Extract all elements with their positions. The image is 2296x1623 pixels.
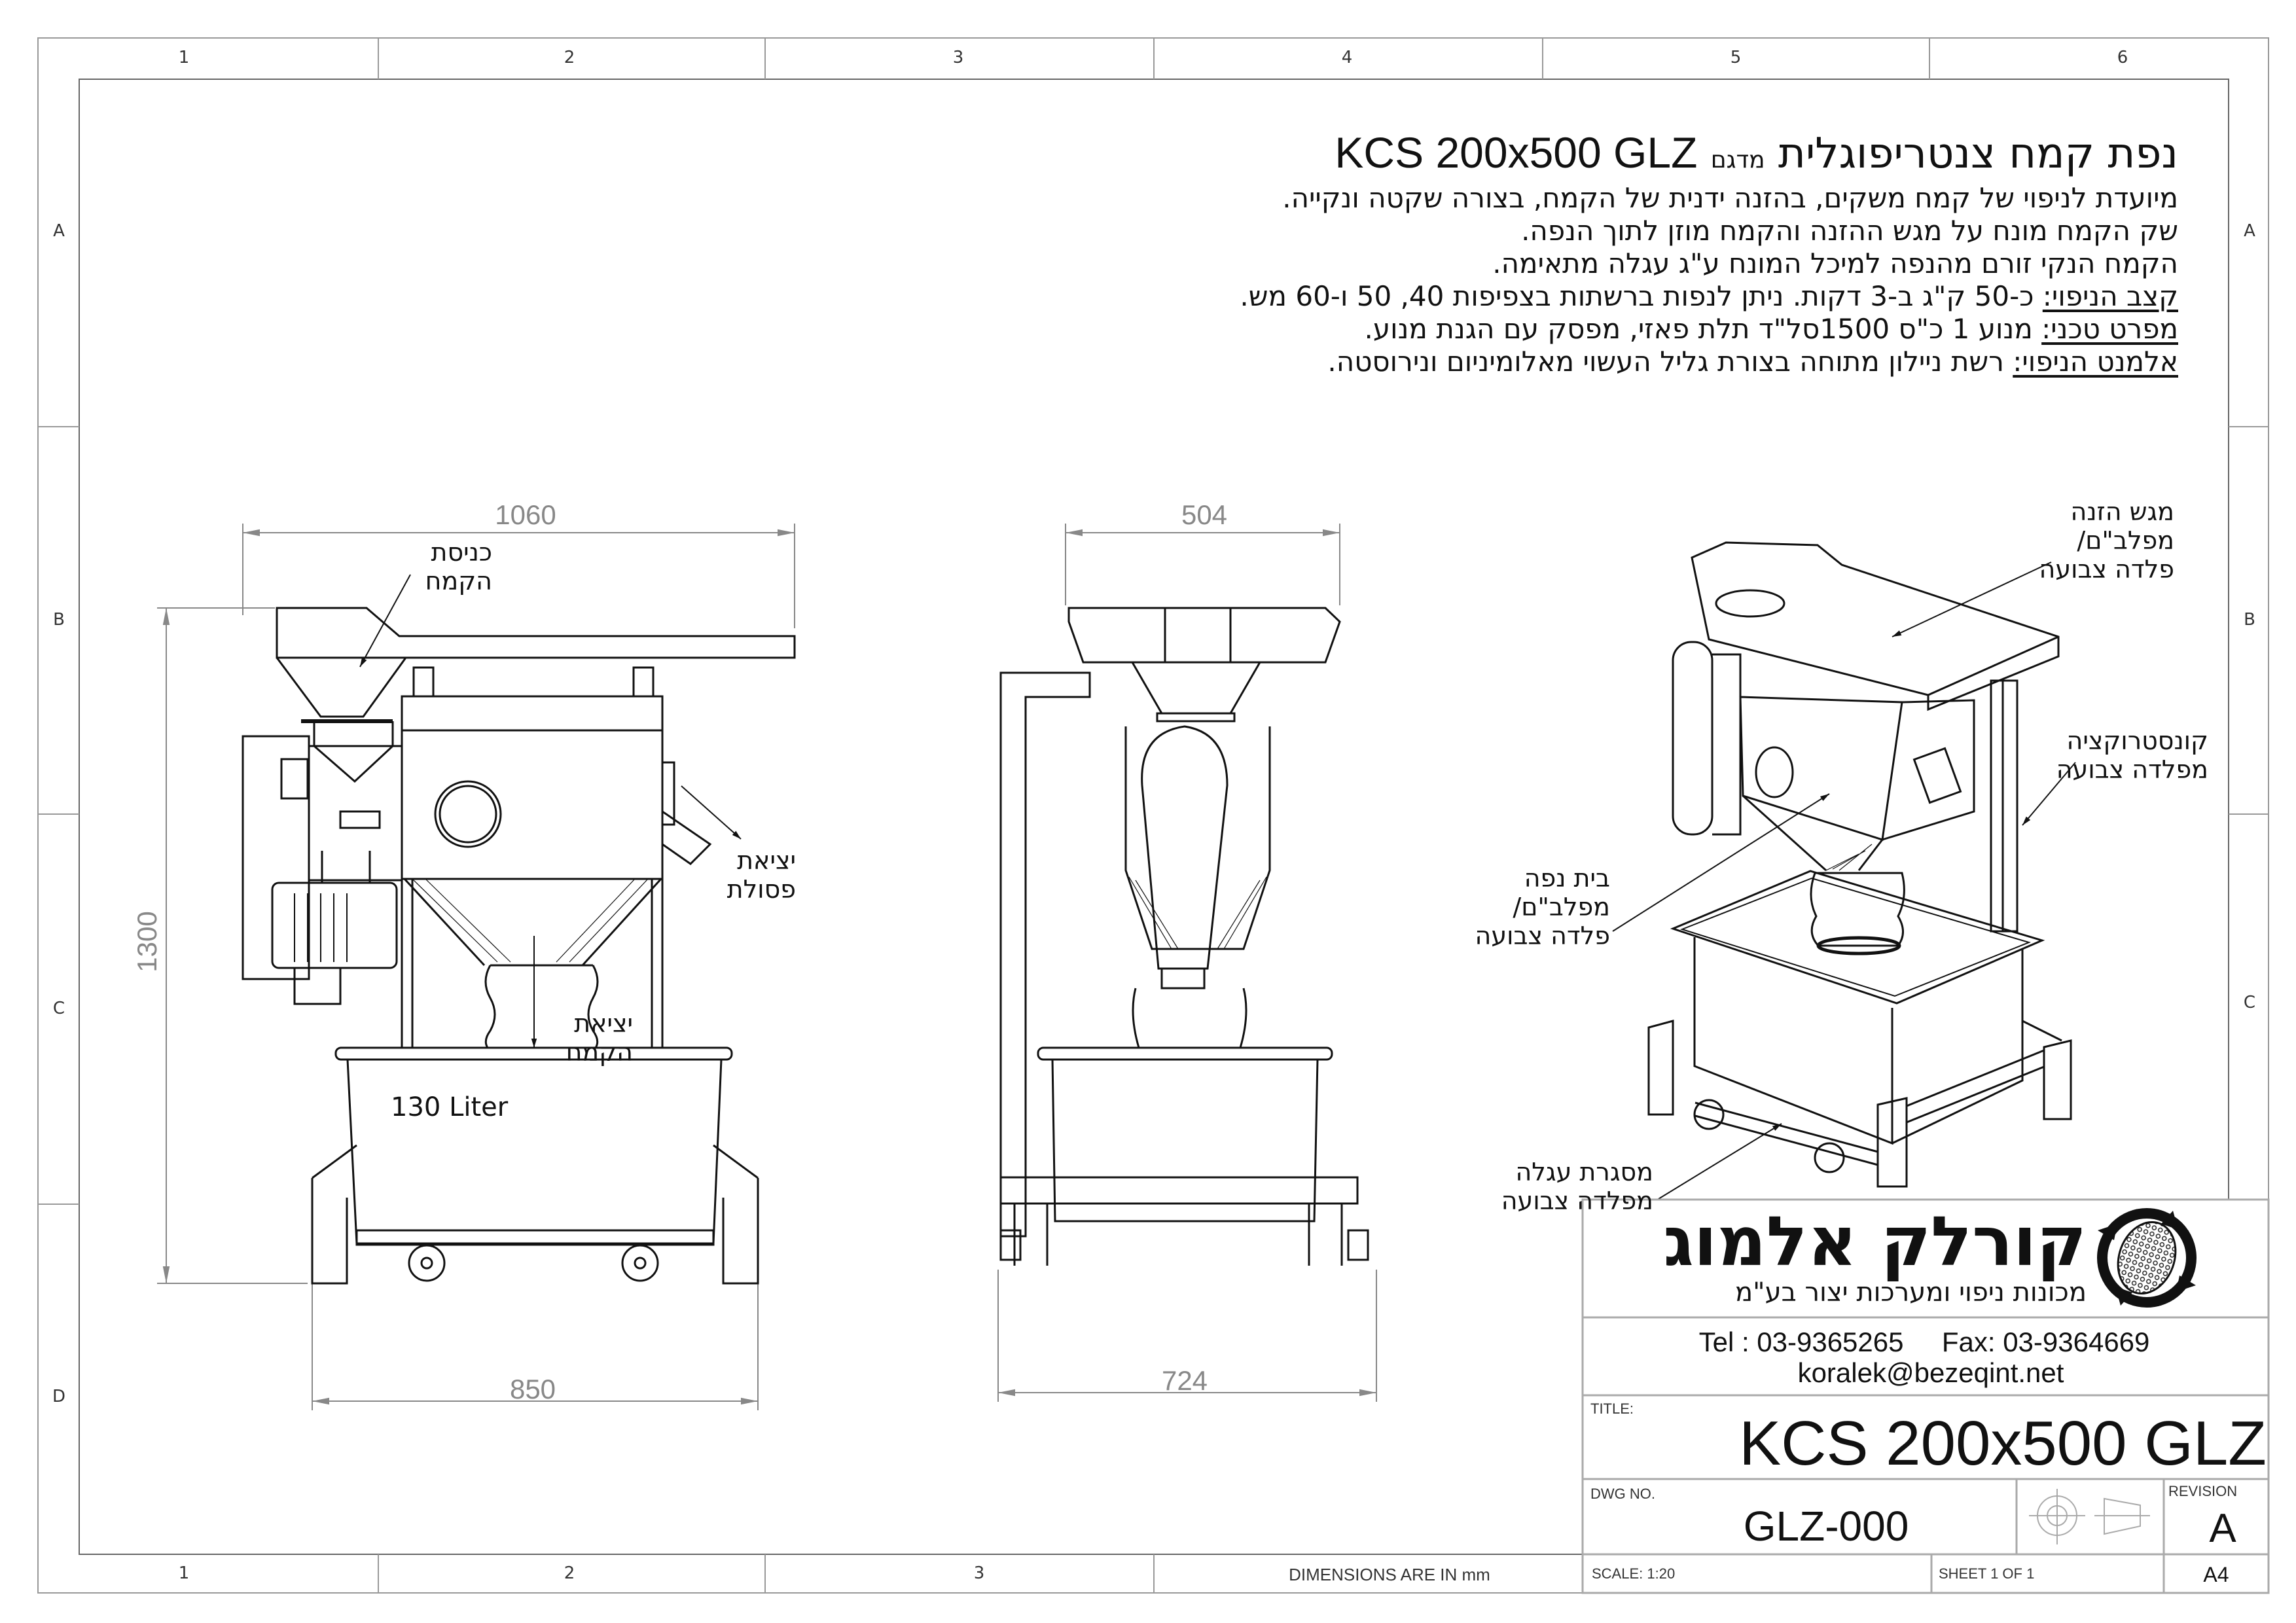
label-line: הקמח (565, 1038, 633, 1067)
column-label: 4 (1341, 48, 1353, 67)
revision-label: REVISION (2168, 1483, 2238, 1499)
label-line: בית נפה (1524, 864, 1610, 893)
spec-label: אלמנט הניפוי: (2013, 346, 2178, 378)
dimension-base: 850 (509, 1374, 556, 1404)
dimension-width: 1060 (495, 499, 556, 530)
dimension-base: 724 (1161, 1365, 1208, 1396)
label-line: מפלב"ם/ (1513, 893, 1610, 921)
row-label: B (53, 610, 65, 630)
revision-value: A (2209, 1506, 2236, 1551)
company-tagline: מכונות ניפוי ומערכות יצור בע"מ (1735, 1277, 2087, 1308)
row-label: B (2244, 610, 2255, 630)
paper-size: A4 (2203, 1563, 2229, 1586)
dimensions-note: DIMENSIONS ARE IN mm (1289, 1565, 1490, 1584)
row-label: C (52, 999, 65, 1018)
label-line: כניסת (431, 538, 492, 567)
column-label: 3 (973, 1563, 985, 1583)
row-label: A (2244, 221, 2255, 241)
label-line: מגש הזנה (2070, 497, 2175, 526)
sheet-frame (37, 37, 2269, 1594)
projection-symbol-icon (2029, 1489, 2150, 1544)
spec-label: קצב הניפוי: (2042, 280, 2178, 312)
spec-label: מפרט טכני: (2041, 313, 2178, 345)
column-label: 5 (1730, 48, 1742, 67)
scale: SCALE: 1:20 (1592, 1565, 1676, 1582)
isometric-view (1612, 541, 2076, 1200)
model-word: מדגם (1710, 147, 1765, 173)
column-label: 2 (564, 48, 575, 67)
description-line: הקמח הנקי זורם מהנפה למיכל המונח ע"ג עגל… (1492, 247, 2178, 279)
label-line: פלדה צבועה (1475, 921, 1610, 950)
spec-text: מנוע 1 כ"ס 1500סל"ד תלת פאזי, מפסק עם הג… (1364, 313, 2042, 345)
page-title: נפת קמח צנטריפוגלית מדגם KCS 200x500 GLZ (1335, 131, 2178, 175)
company-logo (2097, 1208, 2197, 1308)
sheet-number: SHEET 1 OF 1 (1939, 1565, 2035, 1582)
title-hebrew: נפת קמח צנטריפוגלית (1778, 130, 2178, 178)
title-label: TITLE: (1590, 1400, 1634, 1417)
description-line: מיועדת לניפוי של קמח משקים, בהזנה ידנית … (1282, 182, 2178, 214)
contact-email[interactable]: koralek@bezeqint.net (1797, 1357, 2064, 1388)
label-line: פסולת (726, 875, 796, 904)
label-line: יציאת (737, 846, 796, 875)
column-label: 2 (564, 1563, 575, 1583)
label-line: מסגרת עגלה (1515, 1158, 1653, 1186)
row-label: D (52, 1387, 66, 1406)
label-line: קונסטרוקציה (2066, 726, 2208, 755)
label-line: מפלב"ם/ (2077, 526, 2174, 555)
column-label: 3 (952, 48, 964, 67)
drawing-title: KCS 200x500 GLZ (1739, 1408, 2267, 1478)
label-line: מפלדה צבועה (1501, 1186, 1653, 1215)
row-label: C (2243, 993, 2256, 1012)
column-label: 1 (178, 48, 190, 67)
row-label: A (53, 221, 65, 241)
column-label: 1 (178, 1563, 190, 1583)
column-label: 6 (2117, 48, 2128, 67)
label-line: הקמח (425, 567, 492, 596)
company-name: קורלק אלמוג (1663, 1202, 2087, 1281)
model-name: KCS 200x500 GLZ (1335, 128, 1698, 177)
label-line: מפלדה צבועה (2056, 755, 2208, 784)
spec-line: מפרט טכני: מנוע 1 כ"ס 1500סל"ד תלת פאזי,… (1365, 315, 2178, 343)
spec-text: כ-50 ק"ג ב-3 דקות. ניתן לנפות ברשתות בצפ… (1240, 280, 2043, 312)
spec-text: רשת ניילון מתוחה בצורת גליל העשוי מאלומי… (1327, 346, 2013, 378)
front-view (157, 524, 796, 1410)
spec-line: קצב הניפוי: כ-50 ק"ג ב-3 דקות. ניתן לנפו… (1240, 283, 2178, 310)
bin-volume: 130 Liter (391, 1092, 509, 1122)
dimension-height: 1300 (132, 911, 162, 972)
description-line: שק הקמח מונח על מגש ההזנה והקמח מוזן לתו… (1521, 215, 2178, 247)
side-view (997, 524, 1377, 1402)
label-line: פלדה צבועה (2039, 555, 2174, 584)
dwg-no-label: DWG NO. (1590, 1486, 1655, 1502)
label-line: יציאת (574, 1009, 633, 1038)
contact-phones: Tel : 03-9365265 Fax: 03-9364669 (1698, 1327, 2150, 1357)
dimension-width: 504 (1181, 499, 1228, 530)
drawing-number: GLZ-000 (1743, 1503, 1909, 1550)
spec-line: אלמנט הניפוי: רשת ניילון מתוחה בצורת גלי… (1327, 348, 2178, 376)
